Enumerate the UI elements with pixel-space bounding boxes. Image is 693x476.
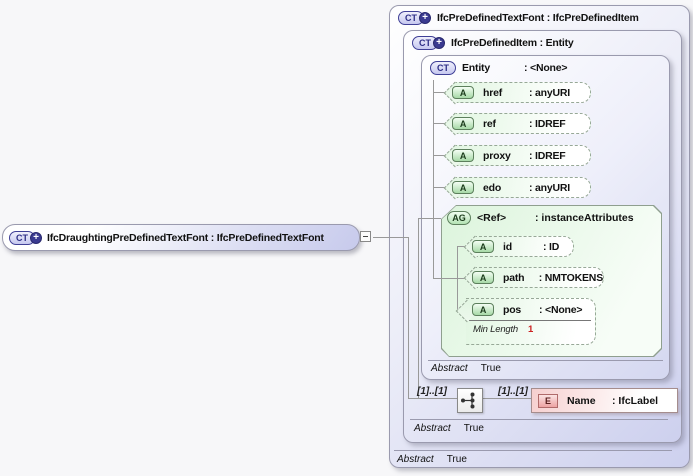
attribute-type: : anyURI bbox=[529, 181, 570, 194]
attribute-type: : NMTOKENS bbox=[538, 271, 604, 284]
attribute-icon: A bbox=[452, 149, 474, 162]
abstract-value: True bbox=[463, 423, 484, 434]
facet-label: Min Length bbox=[473, 324, 519, 335]
plus-icon: + bbox=[433, 37, 445, 49]
facet-value: 1 bbox=[528, 324, 534, 335]
type-box-header: CT Entity : <None> bbox=[430, 61, 568, 75]
attribute-ref[interactable]: A ref : IDREF bbox=[452, 113, 591, 134]
attribute-pos[interactable]: A pos : <None> Min Length 1 bbox=[466, 298, 596, 345]
type-title: IfcPreDefinedTextFont : IfcPreDefinedIte… bbox=[437, 12, 639, 24]
attribute-group-icon: AG bbox=[447, 211, 471, 225]
attribute-type: : ID bbox=[543, 240, 560, 253]
abstract-row-outer: Abstract True bbox=[397, 454, 467, 465]
attribute-name: path bbox=[503, 271, 525, 284]
attribute-icon: A bbox=[452, 117, 474, 130]
attribute-name: id bbox=[503, 240, 512, 253]
attribute-proxy[interactable]: A proxy : IDREF bbox=[452, 145, 591, 166]
complex-type-icon: CT bbox=[430, 61, 456, 75]
attribute-group-type: : instanceAttributes bbox=[535, 212, 634, 224]
attribute-name: proxy bbox=[483, 149, 511, 162]
connector-line bbox=[433, 80, 434, 278]
attribute-icon: A bbox=[472, 303, 494, 316]
collapse-toggle[interactable] bbox=[360, 231, 371, 242]
complex-type-icon: CT + bbox=[412, 36, 445, 50]
abstract-value: True bbox=[446, 454, 467, 465]
complex-type-icon: CT + bbox=[398, 11, 431, 25]
facet-separator bbox=[469, 320, 591, 321]
plus-icon: + bbox=[30, 231, 42, 244]
attribute-href[interactable]: A href : anyURI bbox=[452, 82, 591, 103]
connector-line bbox=[433, 92, 446, 93]
attribute-group-name: <Ref> bbox=[477, 212, 507, 224]
connector-line bbox=[483, 398, 531, 399]
abstract-value: True bbox=[480, 363, 501, 374]
connector-line bbox=[433, 123, 446, 124]
type-box-header: CT + IfcPreDefinedTextFont : IfcPreDefin… bbox=[398, 11, 639, 25]
abstract-row-inner: Abstract True bbox=[414, 423, 484, 434]
abstract-separator bbox=[394, 450, 672, 451]
attribute-icon: A bbox=[452, 86, 474, 99]
attribute-path[interactable]: A path : NMTOKENS bbox=[472, 267, 604, 288]
abstract-row-entity: Abstract True bbox=[431, 363, 501, 374]
connector-line bbox=[457, 246, 458, 308]
connector-line bbox=[418, 218, 441, 219]
minus-icon bbox=[363, 236, 368, 237]
cardinality-label: [1]..[1] bbox=[417, 386, 447, 397]
type-base: : <None> bbox=[524, 62, 568, 74]
sequence-glyph bbox=[461, 392, 475, 409]
element-type-label: : IfcLabel bbox=[612, 394, 659, 407]
attribute-name: href bbox=[483, 86, 503, 99]
attribute-type: : IDREF bbox=[529, 117, 566, 130]
min-length-facet: Min Length 1 bbox=[466, 321, 595, 335]
plus-icon: + bbox=[419, 12, 431, 24]
connector-line bbox=[373, 237, 408, 238]
attribute-type: : IDREF bbox=[529, 149, 566, 162]
connector-line bbox=[408, 237, 409, 399]
attribute-name: edo bbox=[483, 181, 502, 194]
abstract-separator bbox=[428, 360, 663, 361]
connector-line bbox=[433, 278, 467, 279]
attribute-icon: A bbox=[472, 271, 494, 284]
attribute-id[interactable]: A id : ID bbox=[472, 236, 574, 257]
type-box-header: CT + IfcPreDefinedItem : Entity bbox=[412, 36, 574, 50]
connector-line bbox=[418, 218, 419, 398]
node-label: IfcDraughtingPreDefinedTextFont : IfcPre… bbox=[47, 231, 324, 244]
type-title: IfcPreDefinedItem : Entity bbox=[451, 37, 574, 49]
attribute-icon: A bbox=[452, 181, 474, 194]
attribute-row: A pos : <None> bbox=[466, 299, 595, 320]
attribute-name: pos bbox=[503, 303, 522, 316]
connector-line bbox=[433, 187, 446, 188]
attribute-type: : anyURI bbox=[529, 86, 570, 99]
attribute-edo[interactable]: A edo : anyURI bbox=[452, 177, 591, 198]
type-name: Entity bbox=[462, 62, 490, 74]
element-name-label: Name bbox=[567, 394, 596, 407]
attribute-name: ref bbox=[483, 117, 496, 130]
element-icon: E bbox=[538, 393, 558, 408]
left-type-node[interactable]: CT + IfcDraughtingPreDefinedTextFont : I… bbox=[2, 224, 360, 251]
abstract-separator bbox=[410, 419, 668, 420]
attribute-type: : <None> bbox=[539, 303, 583, 316]
attribute-group-header: AG <Ref> : instanceAttributes bbox=[447, 211, 634, 225]
connector-line bbox=[408, 398, 457, 399]
abstract-label: Abstract bbox=[397, 454, 434, 465]
attribute-icon: A bbox=[472, 240, 494, 253]
abstract-label: Abstract bbox=[414, 423, 451, 434]
connector-line bbox=[433, 155, 446, 156]
abstract-label: Abstract bbox=[431, 363, 468, 374]
complex-type-icon: CT + bbox=[9, 230, 42, 245]
model-group-icon[interactable] bbox=[457, 388, 483, 413]
cardinality-label: [1]..[1] bbox=[498, 386, 528, 397]
element-name[interactable]: E Name : IfcLabel bbox=[531, 388, 678, 413]
